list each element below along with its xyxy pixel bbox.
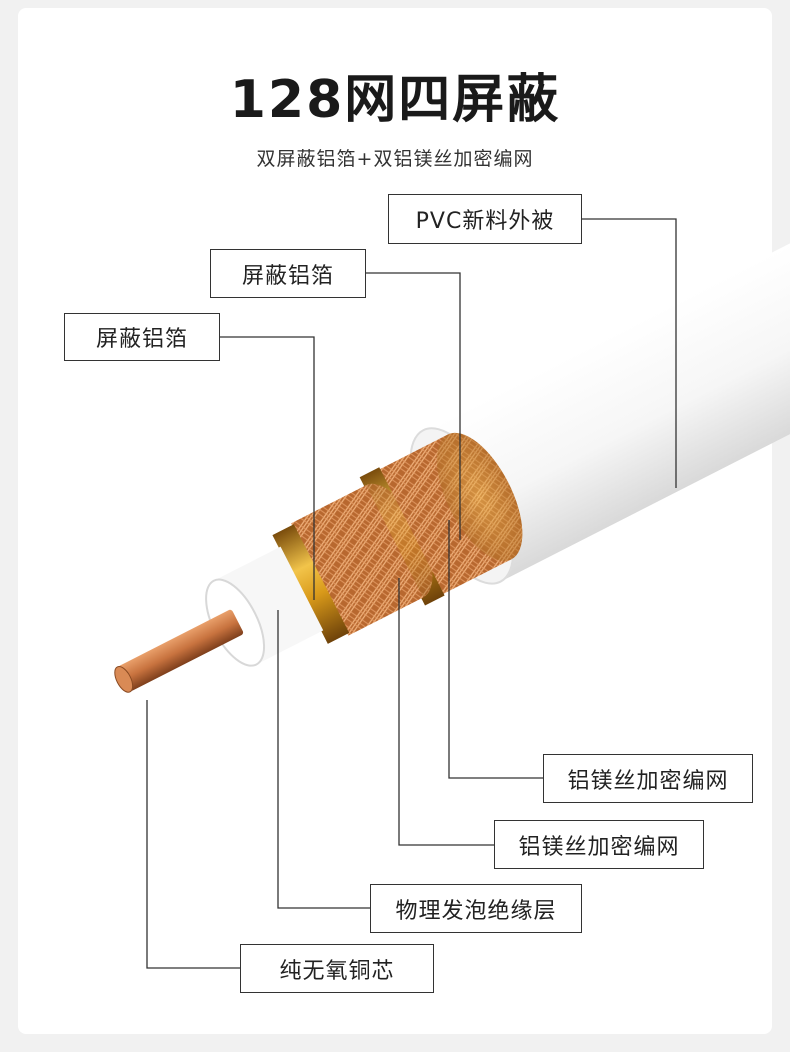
leader-lines [146,218,677,969]
copper-core-shape [114,609,244,693]
page-title: 128网四屏蔽 [229,70,561,130]
label-copper-core: 纯无氧铜芯 [240,944,434,993]
label-shield-foil-inner: 屏蔽铝箔 [64,313,220,361]
label-insulation: 物理发泡绝缘层 [370,884,582,933]
label-braid-inner: 铝镁丝加密编网 [494,820,704,869]
page-subtitle: 双屏蔽铝箔+双铝镁丝加密编网 [256,148,534,170]
outer-braid-shape [376,432,523,596]
label-pvc-jacket: PVC新料外被 [388,194,582,244]
inner-foil-shape [272,524,350,644]
label-shield-foil-outer: 屏蔽铝箔 [210,249,366,298]
inner-braid-shape [291,483,433,636]
label-braid-outer: 铝镁丝加密编网 [543,754,753,803]
